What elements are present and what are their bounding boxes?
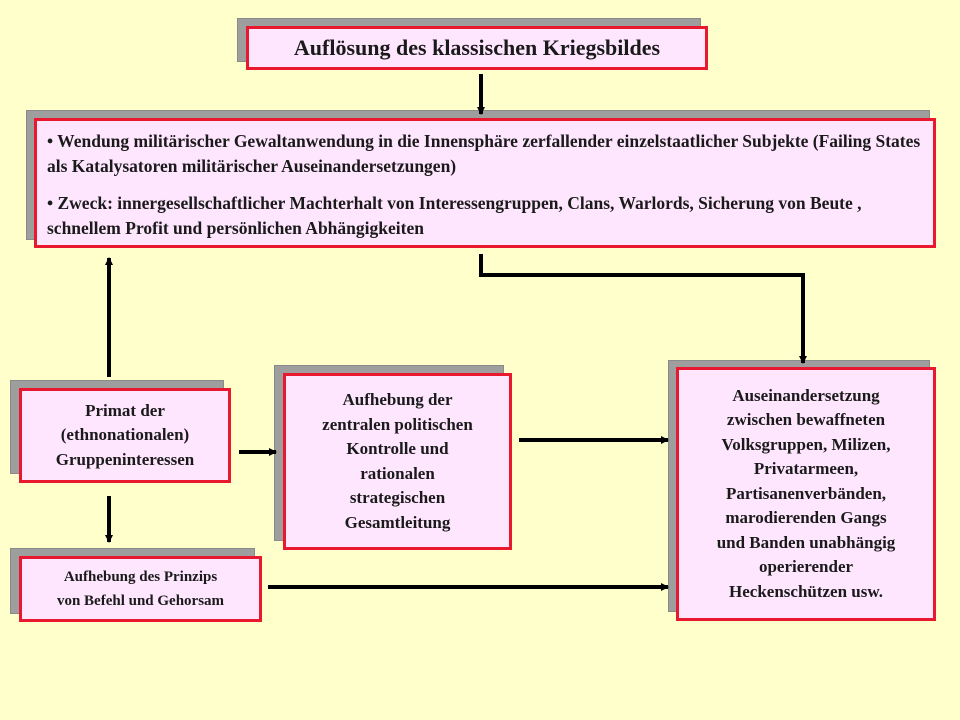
auseinandersetzung-box: Auseinandersetzung zwischen bewaffneten …: [676, 367, 936, 621]
arrow-bullets-to-auseinandersetzung: [479, 254, 807, 364]
auseinandersetzung-line-9: Heckenschützen usw.: [729, 581, 883, 601]
diagram-title: Auflösung des klassischen Kriegsbildes: [293, 35, 661, 60]
primat-box: Primat der (ethnonationalen) Gruppeninte…: [19, 388, 231, 483]
befehl-line-2: von Befehl und Gehorsam: [56, 593, 225, 609]
kontrolle-line-1: Aufhebung der: [342, 390, 453, 409]
auseinandersetzung-line-4: Privatarmeen,: [753, 459, 859, 479]
auseinandersetzung-line-2: zwischen bewaffneten: [726, 410, 886, 430]
auseinandersetzung-line-6: marodierenden Gangs: [725, 508, 887, 528]
kontrolle-line-2: zentralen politischen: [322, 414, 473, 434]
kontrolle-line-5: strategischen: [349, 488, 446, 507]
auseinandersetzung-line-3: Volksgruppen, Milizen,: [721, 434, 891, 454]
befehl-box: Aufhebung des Prinzips von Befehl und Ge…: [19, 556, 262, 622]
title-box: Auflösung des klassischen Kriegsbildes: [246, 26, 708, 70]
primat-line-2: (ethnonationalen): [60, 425, 190, 445]
auseinandersetzung-line-8: operierender: [758, 557, 854, 577]
primat-line-3: Gruppeninteressen: [55, 449, 195, 469]
auseinandersetzung-line-5: Partisanenverbänden,: [725, 483, 887, 503]
auseinandersetzung-line-7: und Banden unabhängig: [716, 532, 896, 552]
auseinandersetzung-line-1: Auseinandersetzung: [732, 385, 880, 405]
kontrolle-box: Aufhebung der zentralen politischen Kont…: [283, 373, 512, 550]
bullet-zweck: • Zweck: innergesellschaftlicher Machter…: [47, 193, 862, 238]
kontrolle-line-4: rationalen: [360, 463, 435, 483]
bullet-failing-states: • Wendung militärischer Gewaltanwendung …: [47, 131, 921, 176]
kontrolle-line-3: Kontrolle und: [346, 439, 449, 458]
bullets-box: • Wendung militärischer Gewaltanwendung …: [34, 118, 936, 248]
primat-line-1: Primat der: [85, 400, 165, 420]
kontrolle-line-6: Gesamtleitung: [344, 512, 451, 532]
befehl-line-1: Aufhebung des Prinzips: [63, 569, 218, 585]
